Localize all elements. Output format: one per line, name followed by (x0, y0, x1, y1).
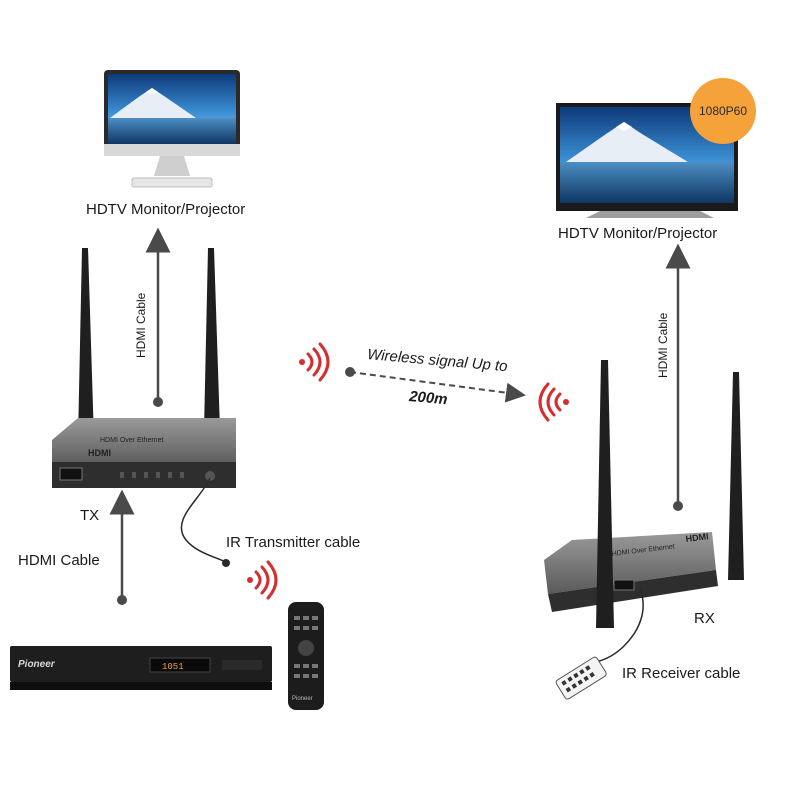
antenna-icon (204, 248, 220, 430)
ir-receiver-cable-line (595, 587, 644, 663)
ir-receiver-label: IR Receiver cable (622, 665, 741, 682)
hdmi-cable-label-right: HDMI Cable (656, 312, 670, 378)
rx-label: RX (694, 610, 715, 627)
wifi-signal-icon (247, 560, 278, 600)
remote-control-icon (555, 656, 607, 700)
ir-transmitter-label: IR Transmitter cable (226, 534, 361, 551)
rx-logo: HDMI (685, 531, 709, 544)
monitor-rx-label: HDTV Monitor/Projector (558, 225, 718, 242)
wifi-signal-icon (299, 342, 330, 382)
wireless-arrow (345, 367, 526, 403)
remote-control-icon (288, 602, 324, 710)
monitor-tx-label: HDTV Monitor/Projector (86, 201, 246, 218)
monitor-icon (104, 70, 240, 188)
tx-device (52, 248, 236, 488)
rx-device (544, 360, 744, 628)
tx-panel-title: HDMI Over Ethernet (100, 437, 163, 444)
dvd-player-icon (10, 646, 272, 690)
tx-logo: HDMI (88, 448, 111, 458)
player-brand: Pioneer (18, 659, 56, 670)
hdmi-arrow-tx-up (145, 227, 171, 407)
hdmi-arrow-rx-up (665, 243, 691, 511)
distance-label: 200m (408, 388, 449, 409)
antenna-icon (728, 372, 744, 580)
tx-label: TX (80, 507, 100, 524)
hdmi-cable-input-label: HDMI Cable (18, 552, 100, 569)
remote-brand: Pioneer (292, 696, 313, 702)
wifi-signal-icon (538, 382, 569, 422)
resolution-badge: 1080P60 (690, 78, 756, 144)
antenna-icon (596, 360, 614, 628)
ir-transmitter-cable-line (180, 477, 227, 563)
antenna-icon (78, 248, 94, 440)
hdmi-arrow-input (109, 489, 135, 605)
hdmi-cable-label-left: HDMI Cable (134, 292, 148, 358)
player-display: 1051 (162, 662, 184, 672)
